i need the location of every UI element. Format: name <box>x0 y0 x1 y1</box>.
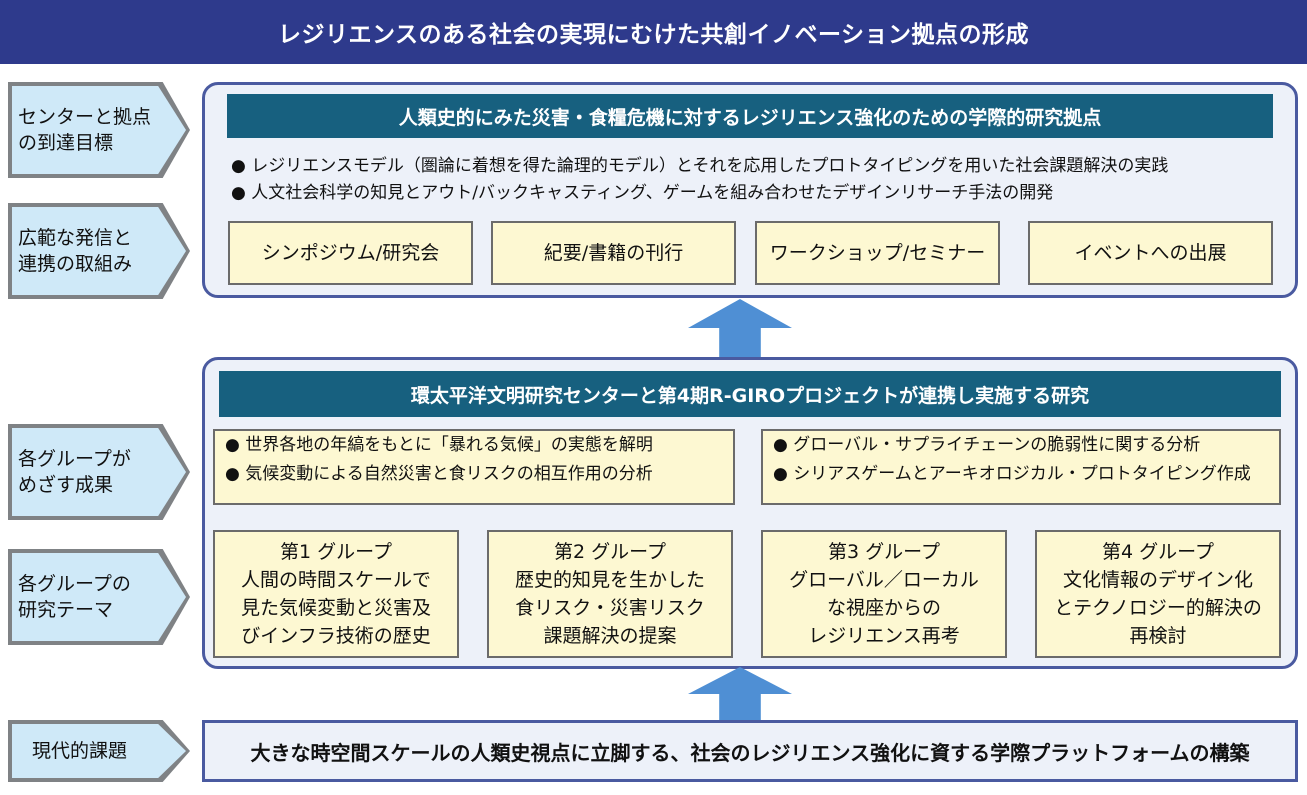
page-title: レジリエンスのある社会の実現にむけた共創イノベーション拠点の形成 <box>277 22 1030 48</box>
modern-issue-box: 大きな時空間スケールの人類史視点に立脚する、社会のレジリエンス強化に資する学際プ… <box>202 720 1298 782</box>
modern-issue-text: 大きな時空間スケールの人類史視点に立脚する、社会のレジリエンス強化に資する学際プ… <box>250 740 1250 765</box>
group-3-line: グローバル／ローカル <box>789 569 979 591</box>
activity-publication: 紀要/書籍の刊行 <box>491 221 736 285</box>
group-3-line: レジリエンス再考 <box>808 625 960 647</box>
bullet-item: ● 世界各地の年縞をもとに「暴れる気候」の実態を解明 <box>225 435 653 455</box>
side-label-outreach-text: 広範な発信と 連携の取組み <box>12 207 186 295</box>
group-1-name: 第1 グループ <box>280 541 392 563</box>
side-label-goal-text: センターと拠点 の到達目標 <box>12 86 186 174</box>
side-label-outcomes-text: 各グループが めざす成果 <box>12 428 186 516</box>
group-3-name: 第3 グループ <box>828 541 940 563</box>
activity-exhibition: イベントへの出展 <box>1028 221 1273 285</box>
group-1-line: 人間の時間スケールで <box>240 569 431 591</box>
activity-workshop: ワークショップ/セミナー <box>755 221 1000 285</box>
side-label-themes: 各グループの 研究テーマ <box>8 549 190 645</box>
group-4-box: 第4 グループ 文化情報のデザイン化 とテクノロジー的解決の 再検討 <box>1035 530 1281 658</box>
bullet-item: ● シリアスゲームとアーキオロジカル・プロトタイピング作成 <box>773 464 1251 484</box>
group-2-line: 歴史的知見を生かした <box>514 569 705 591</box>
group-1-line: びインフラ技術の歴史 <box>241 625 431 647</box>
middle-panel-title: 環太平洋文明研究センターと第4期R-GIROプロジェクトが連携し実施する研究 <box>219 371 1281 417</box>
bullet-item: ● 気候変動による自然災害と食リスクの相互作用の分析 <box>225 464 653 484</box>
bullet-item: ● 人文社会科学の知見とアウト/バックキャスティング、ゲームを組み合わせたデザイ… <box>231 183 1054 203</box>
activity-symposium: シンポジウム/研究会 <box>228 221 473 285</box>
top-panel: 人類史的にみた災害・食糧危機に対するレジリエンス強化のための学際的研究拠点 ● … <box>202 82 1298 298</box>
group-2-name: 第2 グループ <box>554 541 666 563</box>
bullet-item: ● レジリエンスモデル（圏論に着想を得た論理的モデル）とそれを応用したプロトタイ… <box>231 156 1169 176</box>
group-2-box: 第2 グループ 歴史的知見を生かした 食リスク・災害リスク 課題解決の提案 <box>487 530 733 658</box>
top-panel-title: 人類史的にみた災害・食糧危機に対するレジリエンス強化のための学際的研究拠点 <box>227 94 1273 138</box>
group-3-box: 第3 グループ グローバル／ローカル な視座からの レジリエンス再考 <box>761 530 1007 658</box>
group-4-line: とテクノロジー的解決の <box>1054 597 1262 619</box>
top-panel-bullets: ● レジリエンスモデル（圏論に着想を得た論理的モデル）とそれを応用したプロトタイ… <box>231 153 1281 207</box>
up-arrow-icon <box>688 667 792 721</box>
side-label-outreach: 広範な発信と 連携の取組み <box>8 203 190 299</box>
up-arrow-icon <box>688 299 792 357</box>
group-4-name: 第4 グループ <box>1102 541 1214 563</box>
group-4-line: 再検討 <box>1129 625 1187 647</box>
side-label-issue: 現代的課題 <box>8 720 190 782</box>
side-label-outcomes: 各グループが めざす成果 <box>8 424 190 520</box>
page-title-banner: レジリエンスのある社会の実現にむけた共創イノベーション拠点の形成 <box>0 0 1307 64</box>
outcomes-box-left: ● 世界各地の年縞をもとに「暴れる気候」の実態を解明 ● 気候変動による自然災害… <box>213 429 735 505</box>
side-label-themes-text: 各グループの 研究テーマ <box>12 553 186 641</box>
side-label-goal: センターと拠点 の到達目標 <box>8 82 190 178</box>
side-label-issue-text: 現代的課題 <box>12 724 186 778</box>
outcomes-box-right: ● グローバル・サプライチェーンの脆弱性に関する分析 ● シリアスゲームとアーキ… <box>761 429 1281 505</box>
group-3-line: な視座からの <box>826 597 941 619</box>
group-1-line: 見た気候変動と災害及 <box>240 597 431 619</box>
group-4-line: 文化情報のデザイン化 <box>1062 569 1253 591</box>
group-1-box: 第1 グループ 人間の時間スケールで 見た気候変動と災害及 びインフラ技術の歴史 <box>213 530 459 658</box>
group-2-line: 課題解決の提案 <box>543 625 677 647</box>
group-2-line: 食リスク・災害リスク <box>515 597 705 619</box>
middle-panel: 環太平洋文明研究センターと第4期R-GIROプロジェクトが連携し実施する研究 ●… <box>202 357 1298 669</box>
bullet-item: ● グローバル・サプライチェーンの脆弱性に関する分析 <box>773 435 1201 455</box>
